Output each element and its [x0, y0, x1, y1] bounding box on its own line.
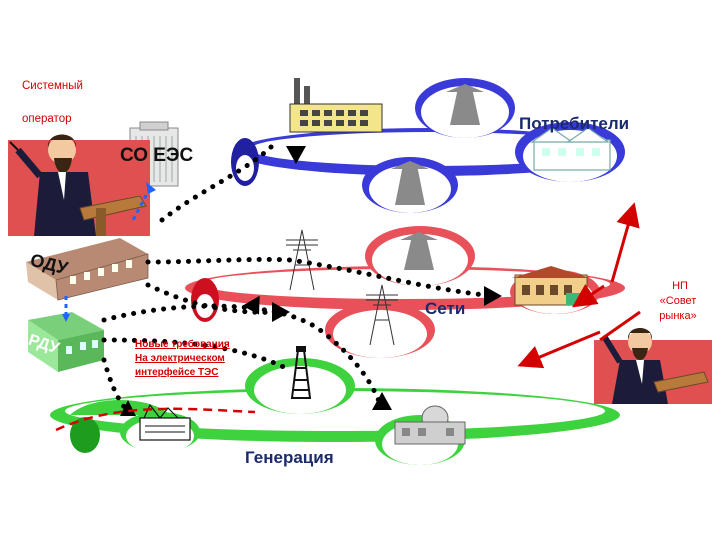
- np-label-line2: «Совет: [652, 294, 704, 309]
- so-ees-label: СО ЕЭС: [120, 145, 193, 167]
- consumer-factory-icon: [290, 78, 382, 132]
- np-to-generation-arrow: [523, 332, 600, 364]
- operator-label-line2: оператор: [22, 108, 72, 131]
- new-requirements-note-line3: интерфейсе ТЭС: [135, 366, 218, 379]
- market-council-illustration: [594, 328, 712, 404]
- operator-label-line1: Системный: [22, 75, 83, 98]
- np-label-line1: НП: [658, 279, 702, 294]
- generation-label: Генерация: [245, 448, 334, 468]
- new-requirements-note-line2: На электрическом: [135, 352, 225, 365]
- networks-label: Сети: [425, 299, 465, 319]
- np-to-consumers-arrow: [612, 208, 633, 282]
- np-label-line3: рынка»: [652, 309, 704, 324]
- new-requirements-note-line1: Новые требования: [135, 338, 230, 351]
- consumers-label: Потребители: [519, 114, 629, 134]
